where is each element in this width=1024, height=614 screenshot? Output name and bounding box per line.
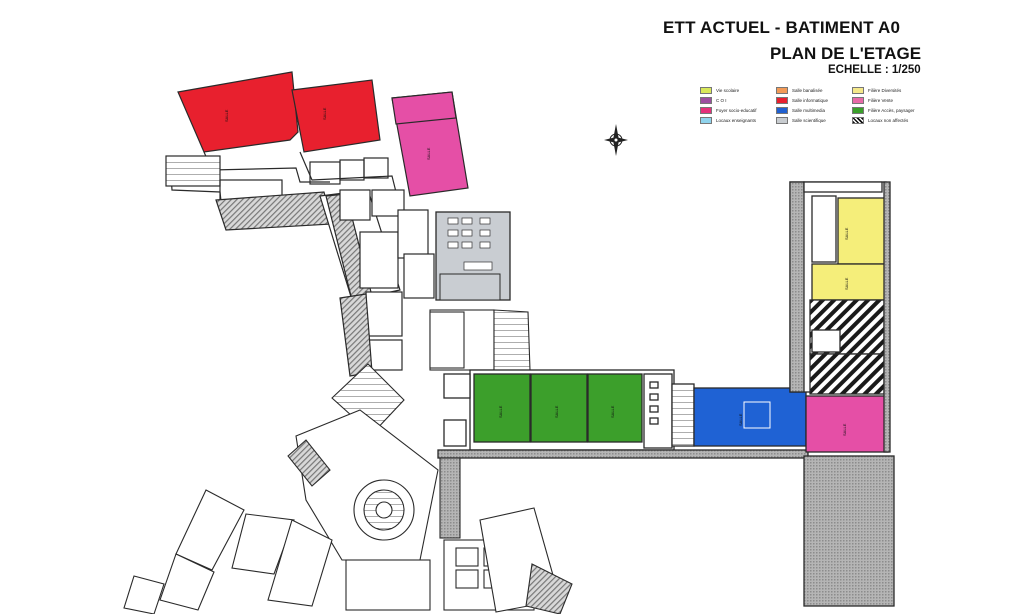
legend-label: Filière Vente — [868, 97, 894, 103]
svg-text:SALLE: SALLE — [554, 405, 559, 418]
salle-vente-2 — [391, 91, 457, 125]
legend-swatch — [776, 96, 788, 104]
salle-paysager-1 — [473, 373, 531, 443]
legend-swatch — [776, 86, 788, 94]
legend-item: Filière Diversités — [852, 86, 901, 94]
svg-text:SALLE: SALLE — [738, 413, 743, 426]
legend-swatch — [700, 116, 712, 124]
legend-swatch — [852, 86, 864, 94]
corridor — [437, 449, 809, 459]
central-wing — [437, 369, 809, 459]
legend-swatch — [700, 96, 712, 104]
east-wing — [789, 181, 895, 607]
legend-item: Foyer socio-educatif — [700, 106, 757, 114]
legend-label: Locaux enseignants — [716, 117, 757, 123]
plan-subtitle: PLAN DE L'ETAGE — [770, 44, 922, 63]
svg-text:SALLE: SALLE — [844, 227, 849, 240]
compass-rose-icon — [604, 124, 628, 156]
north-wing — [165, 71, 469, 231]
legend-item: Vie scolaire — [700, 86, 739, 94]
svg-text:SALLE: SALLE — [426, 147, 431, 160]
salle-paysager-2 — [530, 373, 588, 443]
legend-item: Filière Vente — [852, 96, 893, 104]
legend-label: Salle multimedia — [792, 107, 826, 113]
locaux-non-affectes-2 — [809, 353, 885, 395]
legend-swatch — [852, 116, 864, 124]
svg-text:SALLE: SALLE — [498, 405, 503, 418]
legend-label: Locaux non affectés — [868, 117, 909, 123]
plan-title: ETT ACTUEL - BATIMENT A0 — [663, 18, 901, 37]
svg-text:SALLE: SALLE — [844, 277, 849, 290]
salle-multimedia — [693, 387, 807, 447]
southwest-wing — [123, 409, 573, 614]
legend-label: Filière Accès, paysager — [868, 107, 915, 113]
svg-text:SALLE: SALLE — [322, 107, 327, 120]
legend-swatch — [776, 116, 788, 124]
legend-label: Vie scolaire — [716, 87, 740, 93]
legend-swatch — [852, 106, 864, 114]
legend: Vie scolaire C O I Foyer socio-educatif … — [700, 86, 930, 130]
diagonal-wing — [319, 189, 435, 377]
svg-text:SALLE: SALLE — [224, 109, 229, 122]
legend-swatch — [700, 106, 712, 114]
legend-swatch — [776, 106, 788, 114]
svg-text:SALLE: SALLE — [610, 405, 615, 418]
salle-informatique-1 — [177, 71, 299, 153]
legend-item: Locaux enseignants — [700, 116, 756, 124]
salle-diversite-2 — [811, 263, 887, 301]
legend-swatch — [852, 96, 864, 104]
legend-label: Filière Diversités — [868, 87, 902, 93]
legend-label: C O I — [716, 97, 727, 103]
salle-scientifique — [435, 211, 511, 301]
legend-item: Locaux non affectés — [852, 116, 908, 124]
salle-vente-3 — [805, 395, 889, 453]
room-codes: SALLE SALLE SALLE SALLE SALLE SALLE SALL… — [224, 107, 849, 436]
legend-item: C O I — [700, 96, 727, 104]
plan-scale: ECHELLE : 1/250 — [828, 64, 921, 76]
legend-item: Salle banalisée — [776, 86, 823, 94]
legend-label: Salle banalisée — [792, 87, 823, 93]
salle-paysager-3 — [587, 373, 643, 443]
legend-item: Salle multimedia — [776, 106, 825, 114]
salle-informatique-2 — [291, 79, 381, 153]
legend-swatch — [700, 86, 712, 94]
legend-item: Salle scientifique — [776, 116, 826, 124]
legend-label: Salle scientifique — [792, 117, 826, 123]
central-stairs — [331, 309, 531, 435]
legend-item: Salle informatique — [776, 96, 828, 104]
legend-label: Foyer socio-educatif — [716, 107, 757, 113]
legend-item: Filière Accès, paysager — [852, 106, 915, 114]
legend-label: Salle informatique — [792, 97, 829, 103]
svg-text:SALLE: SALLE — [842, 423, 847, 436]
